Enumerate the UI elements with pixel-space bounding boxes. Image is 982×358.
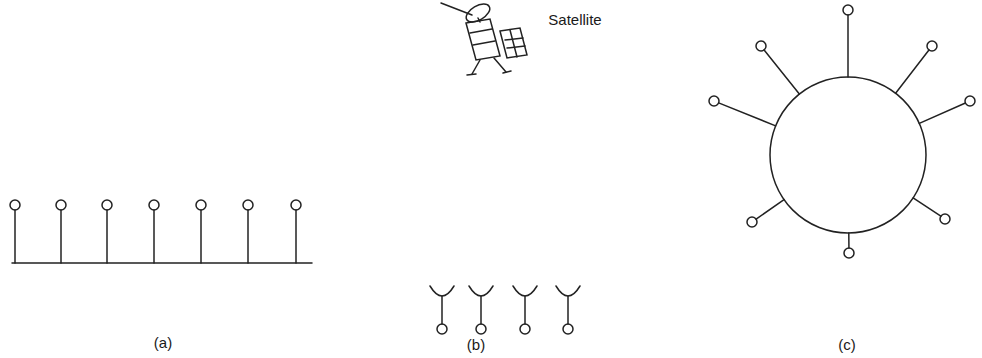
station-stem [913, 198, 941, 216]
label-holder: (a) [154, 334, 172, 352]
station-stem [567, 296, 569, 324]
caption-letter: (c) [838, 336, 856, 353]
station-node [940, 214, 950, 224]
label-holder: (c) [838, 336, 856, 354]
station-node [437, 324, 447, 334]
ring-network [709, 5, 975, 258]
station-node [747, 217, 757, 227]
label-holder: Satellite [548, 11, 601, 29]
station-stem [200, 210, 202, 263]
station-node [520, 324, 530, 334]
station-node [476, 324, 486, 334]
station-stem [756, 200, 784, 219]
station-stem [441, 296, 443, 324]
caption-letter: (a) [154, 334, 172, 351]
station-stem [106, 210, 108, 263]
station-node [843, 5, 853, 15]
label-holder: (b) [467, 336, 485, 354]
station-node [196, 200, 206, 210]
station-node [965, 96, 975, 106]
station-node [291, 200, 301, 210]
ground-dish [513, 286, 537, 296]
ground-dish [556, 286, 580, 296]
station-node [844, 248, 854, 258]
station-stem [247, 210, 249, 263]
station-node [243, 200, 253, 210]
station-stem [847, 15, 849, 77]
station-stem [764, 50, 799, 94]
caption-letter: (b) [467, 336, 485, 353]
station-stem [14, 210, 16, 263]
station-stem [295, 210, 297, 263]
station-node [709, 96, 719, 106]
station-stem [896, 50, 929, 93]
station-stem [919, 103, 965, 123]
station-node [563, 324, 573, 334]
station-stem [60, 210, 62, 263]
station-node [10, 200, 20, 210]
ground-stations [430, 286, 580, 334]
station-node [102, 200, 112, 210]
ground-dish [430, 286, 454, 296]
station-node [56, 200, 66, 210]
bus-network [10, 200, 312, 263]
satellite-label: Satellite [548, 11, 601, 28]
ground-dish [469, 286, 493, 296]
station-node [756, 41, 766, 51]
satellite-symbol [441, 0, 527, 75]
station-stem [719, 103, 776, 126]
station-stem [153, 210, 155, 263]
station-stem [524, 296, 526, 324]
station-node [149, 200, 159, 210]
station-stem [848, 233, 850, 248]
station-node [927, 41, 937, 51]
station-stem [480, 296, 482, 324]
